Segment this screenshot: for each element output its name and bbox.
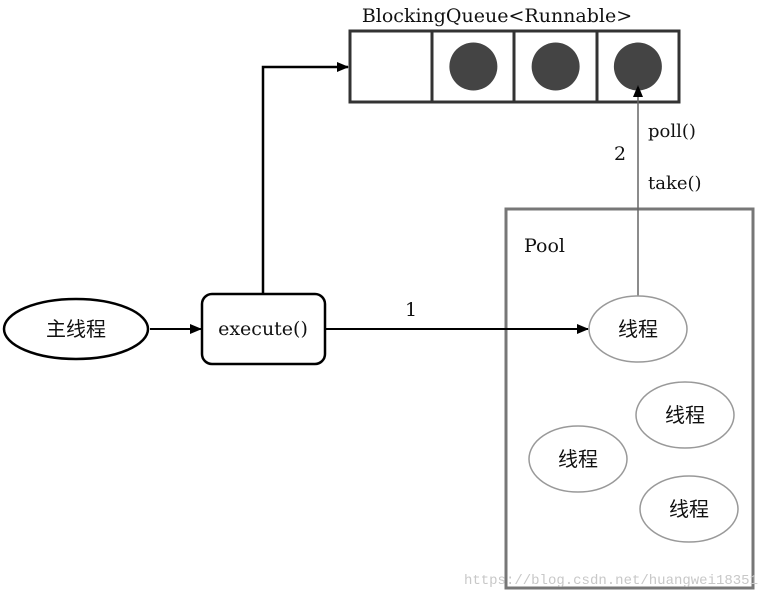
worker-thread-ellipse: [588, 295, 688, 363]
worker-thread-node: 线程: [588, 295, 688, 363]
take-label: take(): [648, 173, 702, 194]
main-thread-label: 主线程: [46, 317, 106, 341]
idle-thread-label: 线程: [669, 497, 709, 521]
edge-step-1-label: 1: [405, 299, 417, 321]
queued-task: [531, 42, 580, 91]
pool-label: Pool: [524, 235, 565, 257]
idle-thread-ellipse: [528, 425, 628, 493]
idle-thread-ellipse: [639, 475, 739, 543]
idle-thread-node: 线程: [639, 475, 739, 543]
edge-execute-to-queue: [261, 62, 349, 293]
idle-thread-label: 线程: [558, 447, 598, 471]
edge-step-2-label: 2: [614, 143, 626, 165]
execute-node: execute(): [200, 292, 327, 366]
execute-box: [200, 292, 327, 366]
queue-label: BlockingQueue<Runnable>: [362, 5, 632, 27]
idle-thread-label: 线程: [665, 403, 705, 427]
main-thread-ellipse: [2, 297, 150, 361]
execute-label: execute(): [218, 318, 308, 340]
poll-label: poll(): [648, 121, 696, 142]
queued-task: [613, 42, 662, 91]
queued-task: [449, 42, 498, 91]
idle-thread-ellipse: [635, 381, 735, 449]
idle-thread-node: 线程: [635, 381, 735, 449]
watermark-text: https://blog.csdn.net/huangwei18351: [464, 573, 758, 589]
idle-thread-node: 线程: [528, 425, 628, 493]
worker-thread-label: 线程: [618, 317, 658, 341]
main-thread-node: 主线程: [2, 297, 150, 361]
blocking-queue: BlockingQueue<Runnable>: [348, 5, 681, 104]
